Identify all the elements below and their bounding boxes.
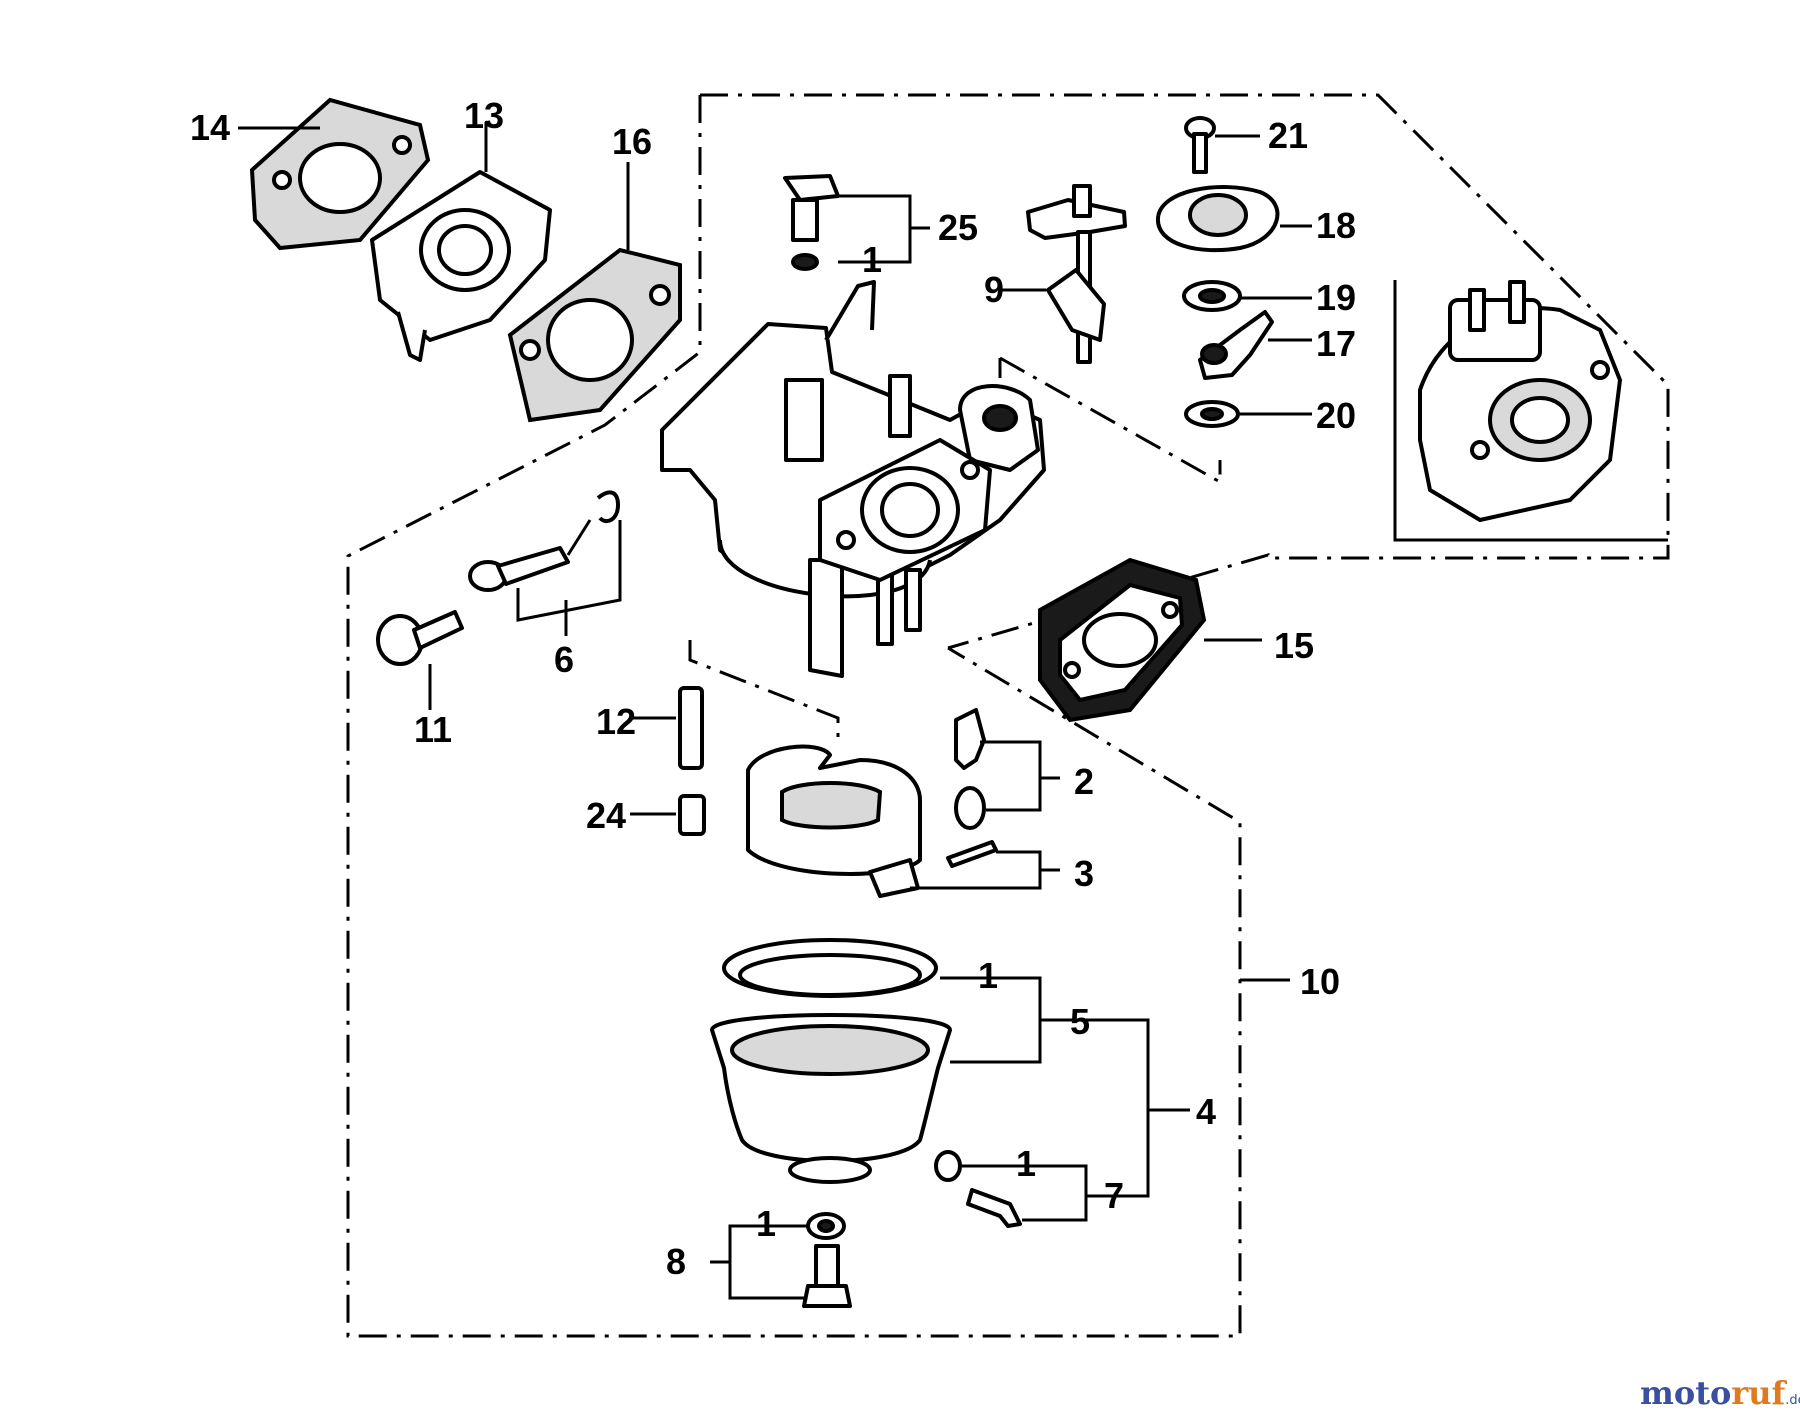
float: [746, 744, 922, 898]
callout-2: 2: [1074, 761, 1094, 802]
part-8-drain-bolt: [710, 1212, 852, 1308]
part-20-washer: [1184, 400, 1312, 428]
callout-19: 19: [1316, 277, 1356, 318]
callout-16: 16: [612, 121, 652, 162]
part-25-pilot-screw: [783, 174, 930, 271]
part-11-throttle-stop-screw: [376, 610, 464, 710]
part-18-choke-plate: [1155, 185, 1312, 253]
motoruf-logo-watermark: motoruf.de: [1640, 1374, 1800, 1412]
part-17-choke-lever: [1198, 310, 1312, 380]
callout-1-pilot-washer: 1: [862, 239, 882, 280]
callout-10: 10: [1300, 961, 1340, 1002]
callout-1-drain-washer: 1: [1016, 1143, 1036, 1184]
callout-14: 14: [190, 107, 230, 148]
part-19-spring: [1182, 280, 1312, 312]
part-13-carburetor-insulator: [370, 122, 552, 362]
callout-21: 21: [1268, 115, 1308, 156]
carburetor-body: [660, 280, 1046, 678]
callout-9: 9: [984, 269, 1004, 310]
callout-6: 6: [554, 639, 574, 680]
callout-13: 13: [464, 95, 504, 136]
part-24-main-nozzle: [630, 794, 706, 836]
callout-18: 18: [1316, 205, 1356, 246]
part-7-drain-screw: [934, 1150, 1096, 1228]
part-9-throttle-lever: [1000, 184, 1127, 364]
callout-15: 15: [1274, 625, 1314, 666]
callout-24: 24: [586, 795, 626, 836]
assembly-boundary-upper: [346, 93, 1670, 1338]
callout-20: 20: [1316, 395, 1356, 436]
part-6-pilot-jet: [468, 490, 622, 636]
callout-7: 7: [1104, 1175, 1124, 1216]
part-15-air-cleaner-gasket: [1038, 557, 1262, 723]
part-3-float-pin: [910, 840, 1060, 890]
svg-text:motoruf.de: motoruf.de: [1640, 1374, 1800, 1412]
part-12-main-jet: [630, 686, 704, 770]
callout-1-bowl-gasket: 1: [978, 955, 998, 996]
callout-3: 3: [1074, 853, 1094, 894]
callout-17: 17: [1316, 323, 1356, 364]
inset-engine-view: [1393, 280, 1668, 542]
callout-12: 12: [596, 701, 636, 742]
callout-25: 25: [938, 207, 978, 248]
float-chamber-bowl: [710, 938, 1190, 1198]
callout-1-bolt-washer: 1: [756, 1203, 776, 1244]
callout-8: 8: [666, 1241, 686, 1282]
callout-4: 4: [1196, 1091, 1216, 1132]
callout-5: 5: [1070, 1001, 1090, 1042]
callout-11: 11: [414, 709, 452, 750]
callout-labels: 14 13 16 21 25 1 18 9 19 17 20 6 11 15 1…: [190, 95, 1356, 1282]
part-21-screw: [1184, 116, 1260, 174]
part-16-carburetor-gasket: [507, 162, 682, 423]
part-2-float-valve: [954, 708, 1060, 830]
part-14-insulator-gasket: [238, 97, 431, 251]
